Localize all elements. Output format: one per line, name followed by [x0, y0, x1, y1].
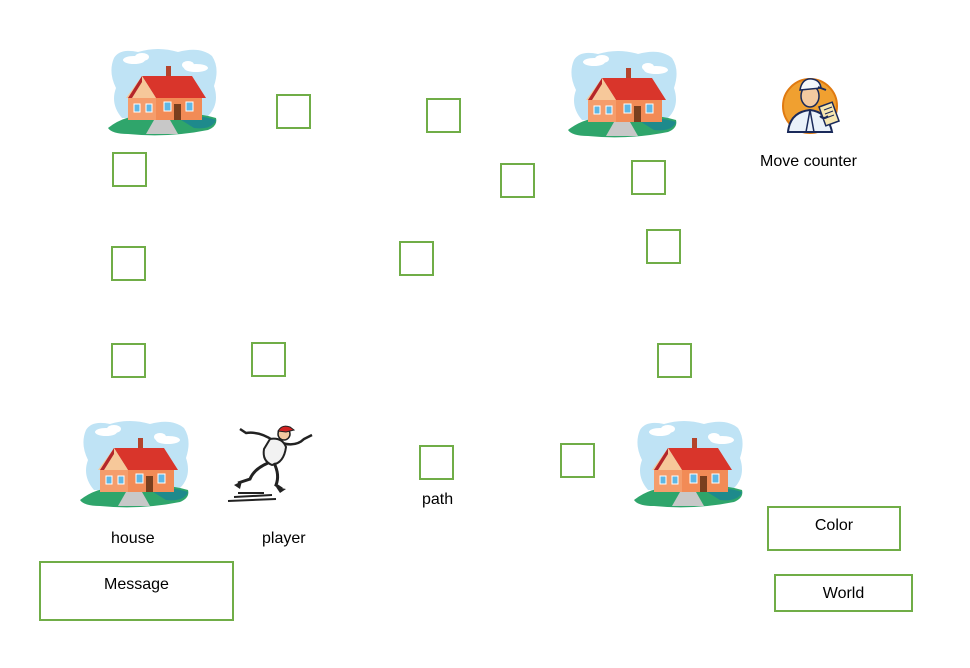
house-icon[interactable]	[568, 48, 680, 140]
path-tile[interactable]	[657, 343, 692, 378]
path-tile[interactable]	[112, 152, 147, 187]
running-player-icon[interactable]	[224, 423, 318, 505]
house-label: house	[111, 530, 155, 547]
path-tile[interactable]	[111, 343, 146, 378]
house-icon[interactable]	[108, 46, 220, 138]
house-icon[interactable]	[634, 418, 746, 510]
path-tile[interactable]	[560, 443, 595, 478]
message-box[interactable]: Message	[39, 561, 234, 621]
house-icon[interactable]	[80, 418, 192, 510]
player-label: player	[262, 530, 306, 547]
path-tile[interactable]	[251, 342, 286, 377]
path-tile[interactable]	[500, 163, 535, 198]
path-label: path	[422, 491, 454, 508]
path-tile[interactable]	[419, 445, 454, 480]
path-tile[interactable]	[111, 246, 146, 281]
path-tile[interactable]	[646, 229, 681, 264]
path-tile[interactable]	[426, 98, 461, 133]
path-tile[interactable]	[399, 241, 434, 276]
color-button-label: Color	[814, 517, 854, 534]
world-button[interactable]: World	[774, 574, 913, 612]
world-button-label: World	[822, 585, 865, 602]
counter-man-clipboard-icon[interactable]	[780, 68, 848, 136]
move-counter-label: Move counter	[760, 153, 857, 170]
path-tile[interactable]	[631, 160, 666, 195]
message-box-label: Message	[104, 576, 169, 593]
path-tile[interactable]	[276, 94, 311, 129]
color-button[interactable]: Color	[767, 506, 901, 551]
